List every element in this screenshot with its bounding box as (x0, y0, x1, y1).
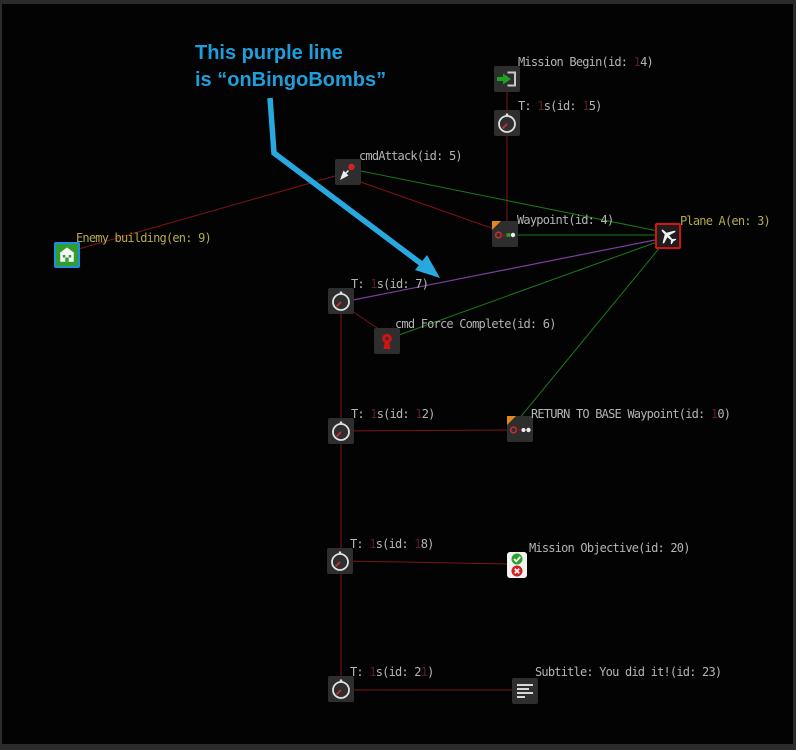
link-cmdattack-waypoint4 (351, 178, 498, 231)
annotation-text: This purple line is “onBingoBombs” (195, 40, 386, 94)
clock-icon[interactable] (327, 548, 353, 574)
node-label: T: 1s(id: 15) (518, 99, 602, 113)
link-planea-cmdattack (355, 169, 659, 232)
objective-check-x-icon[interactable] (507, 552, 527, 578)
node-label: RETURN TO BASE Waypoint(id: 10) (531, 407, 731, 421)
link-enemy-building-cmdattack (67, 173, 343, 253)
subtitle-lines-icon[interactable] (512, 678, 538, 704)
clock-icon[interactable] (494, 110, 520, 136)
node-label: T: 1s(id: 12) (351, 407, 435, 421)
building-icon[interactable] (54, 242, 80, 268)
link-timer18-objective (342, 560, 510, 565)
lock-icon[interactable] (374, 328, 400, 354)
node-label: cmd Force Complete(id: 6) (395, 317, 556, 331)
annotation-line1: This purple line (195, 42, 343, 64)
node-label: Mission Begin(id: 14) (518, 55, 654, 69)
node-label: Enemy building(en: 9) (76, 231, 212, 245)
clock-icon[interactable] (328, 418, 354, 444)
clock-icon[interactable] (328, 676, 354, 702)
node-label: Subtitle: You did it!(id: 23) (535, 665, 722, 679)
link-onbingobombs-purple (352, 239, 656, 301)
plane-icon[interactable] (655, 223, 681, 249)
node-label: T: 1s(id: 7) (351, 277, 429, 291)
node-label: T: 1s(id: 21) (350, 665, 434, 679)
node-label: Waypoint(id: 4) (517, 213, 614, 227)
enter-icon[interactable] (494, 66, 520, 92)
link-timer12-rtbwaypoint (342, 429, 512, 432)
annotation-line2: is “onBingoBombs” (195, 69, 387, 91)
waypoint-icon[interactable] (492, 221, 518, 247)
node-label: Plane A(en: 3) (680, 214, 771, 228)
clock-icon[interactable] (328, 288, 354, 314)
link-planea-rtbwaypoint (517, 245, 662, 421)
link-planea-forcecomplete (398, 241, 658, 336)
attack-icon[interactable] (335, 159, 361, 185)
node-label: cmdAttack(id: 5) (359, 149, 463, 163)
annotation-arrow (267, 97, 440, 278)
waypoint-icon[interactable] (507, 416, 533, 442)
link-lines (67, 89, 662, 691)
node-label: T: 1s(id: 18) (350, 537, 434, 551)
node-label: Mission Objective(id: 20) (529, 541, 690, 555)
